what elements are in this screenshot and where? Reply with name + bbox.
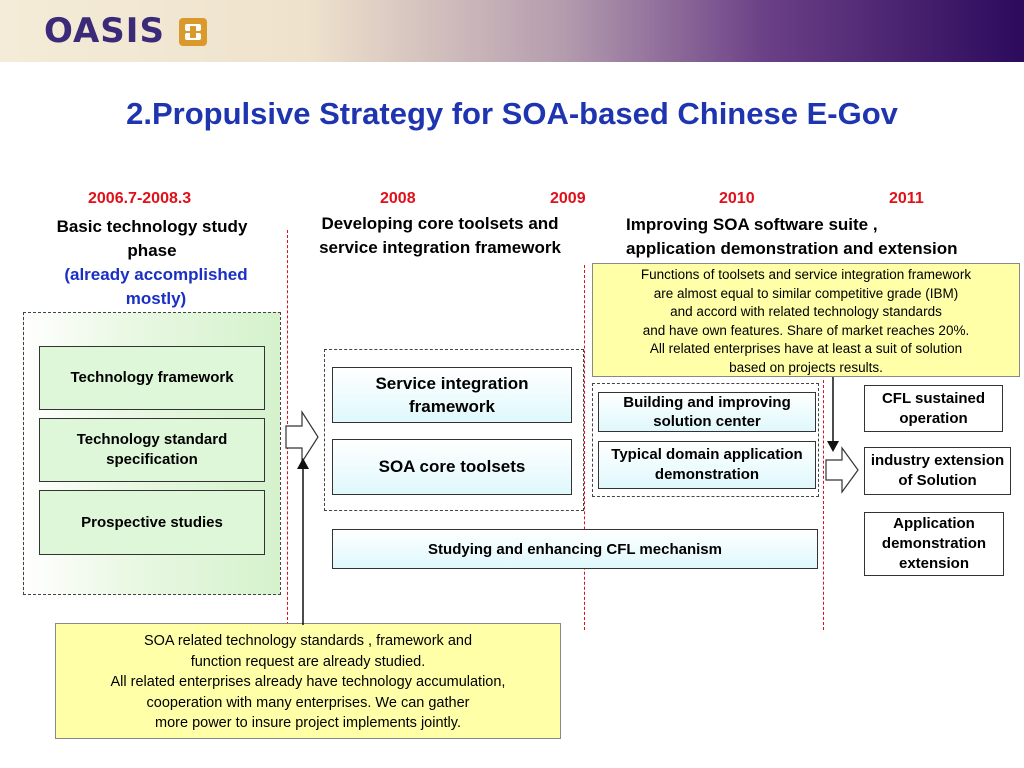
cfl-sustained-box: CFL sustained operation [864,385,1003,432]
application-extension-box: Application demonstration extension [864,512,1004,576]
arrow-right-icon [825,446,859,494]
oasis-logo-text: OASIS [44,11,165,51]
status-note-line: cooperation with many enterprises. We ca… [146,694,470,711]
domain-demonstration-box: Typical domain application demonstration [598,441,816,489]
timeline-label-2009: 2009 [550,190,586,207]
goals-note: Functions of toolsets and service integr… [592,263,1020,377]
header-banner [0,0,1024,62]
cfl-mechanism-box: Studying and enhancing CFL mechanism [332,529,818,569]
technology-standard-box: Technology standard specification [39,418,265,482]
status-note-line: SOA related technology standards , frame… [143,633,473,649]
core-toolsets-group [324,349,584,511]
solution-center-group [592,383,819,497]
timeline-divider-2009 [584,265,585,630]
goals-note-line: Functions of toolsets and service integr… [640,267,972,282]
service-integration-framework-box: Service integration framework [332,367,572,423]
soa-core-toolsets-box: SOA core toolsets [332,439,572,495]
arrow-right-icon [285,410,319,464]
status-note: SOA related technology standards , frame… [55,623,561,739]
oasis-logo-icon [179,18,207,46]
phase-improving-line2: application demonstration and extension [626,239,958,258]
phase-improving-line1: Improving SOA software suite , [626,215,878,234]
solution-center-box: Building and improving solution center [598,392,816,432]
technology-framework-box: Technology framework [39,346,265,410]
industry-extension-box: industry extension of Solution [864,447,1011,495]
goals-note-line: and have own features. Share of market r… [642,322,970,338]
status-note-line: All related enterprises already have tec… [110,674,506,690]
goals-note-line: All related enterprises have at least a … [649,341,963,356]
phase-basic-study: Basic technology study phase [56,217,248,260]
status-note-line: function request are already studied. [190,653,426,670]
goals-note-line: and accord with related technology stand… [670,304,942,319]
status-note-line: more power to insure project implements … [155,715,461,731]
timeline-label-2008: 2008 [380,190,416,207]
timeline-label-period1: 2006.7-2008.3 [88,190,192,207]
timeline-label-2010: 2010 [719,190,755,207]
timeline-divider-2010 [823,380,824,630]
arrow-up-icon [297,458,309,625]
prospective-studies-box: Prospective studies [39,490,265,555]
phase-developing: Developing core toolsets and service int… [319,214,561,257]
goals-note-line: based on projects results. [729,359,883,375]
timeline-label-2011: 2011 [889,190,924,207]
phase-accomplished-note: (already accomplished mostly) [64,265,248,308]
goals-note-line: are almost equal to similar competitive … [653,285,959,301]
page-title: 2.Propulsive Strategy for SOA-based Chin… [126,96,898,131]
arrow-down-icon [827,377,839,452]
